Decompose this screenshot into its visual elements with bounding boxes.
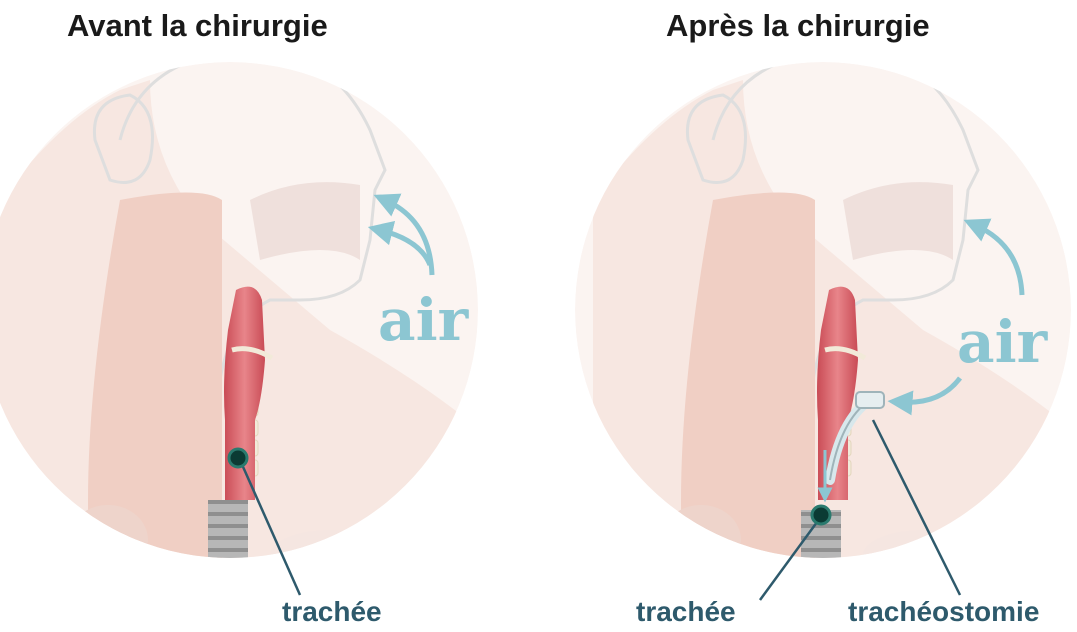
shoulder — [68, 505, 148, 575]
collarbone — [270, 530, 390, 580]
trachea-label-after: trachée — [636, 596, 736, 628]
air-label-before: air — [378, 286, 470, 354]
trachea-marker-before — [229, 449, 247, 467]
shoulder — [661, 505, 741, 575]
oral-cavity — [250, 182, 360, 260]
trachea-rings — [208, 500, 248, 570]
tracheostomy-hub — [856, 392, 884, 408]
tracheostomy-label: trachéostomie — [848, 596, 1039, 628]
air-label-after: air — [957, 308, 1049, 376]
trachea-marker-after — [812, 506, 830, 524]
oral-cavity — [843, 182, 953, 260]
collarbone — [863, 530, 983, 580]
trachea-label-before: trachée — [282, 596, 382, 628]
